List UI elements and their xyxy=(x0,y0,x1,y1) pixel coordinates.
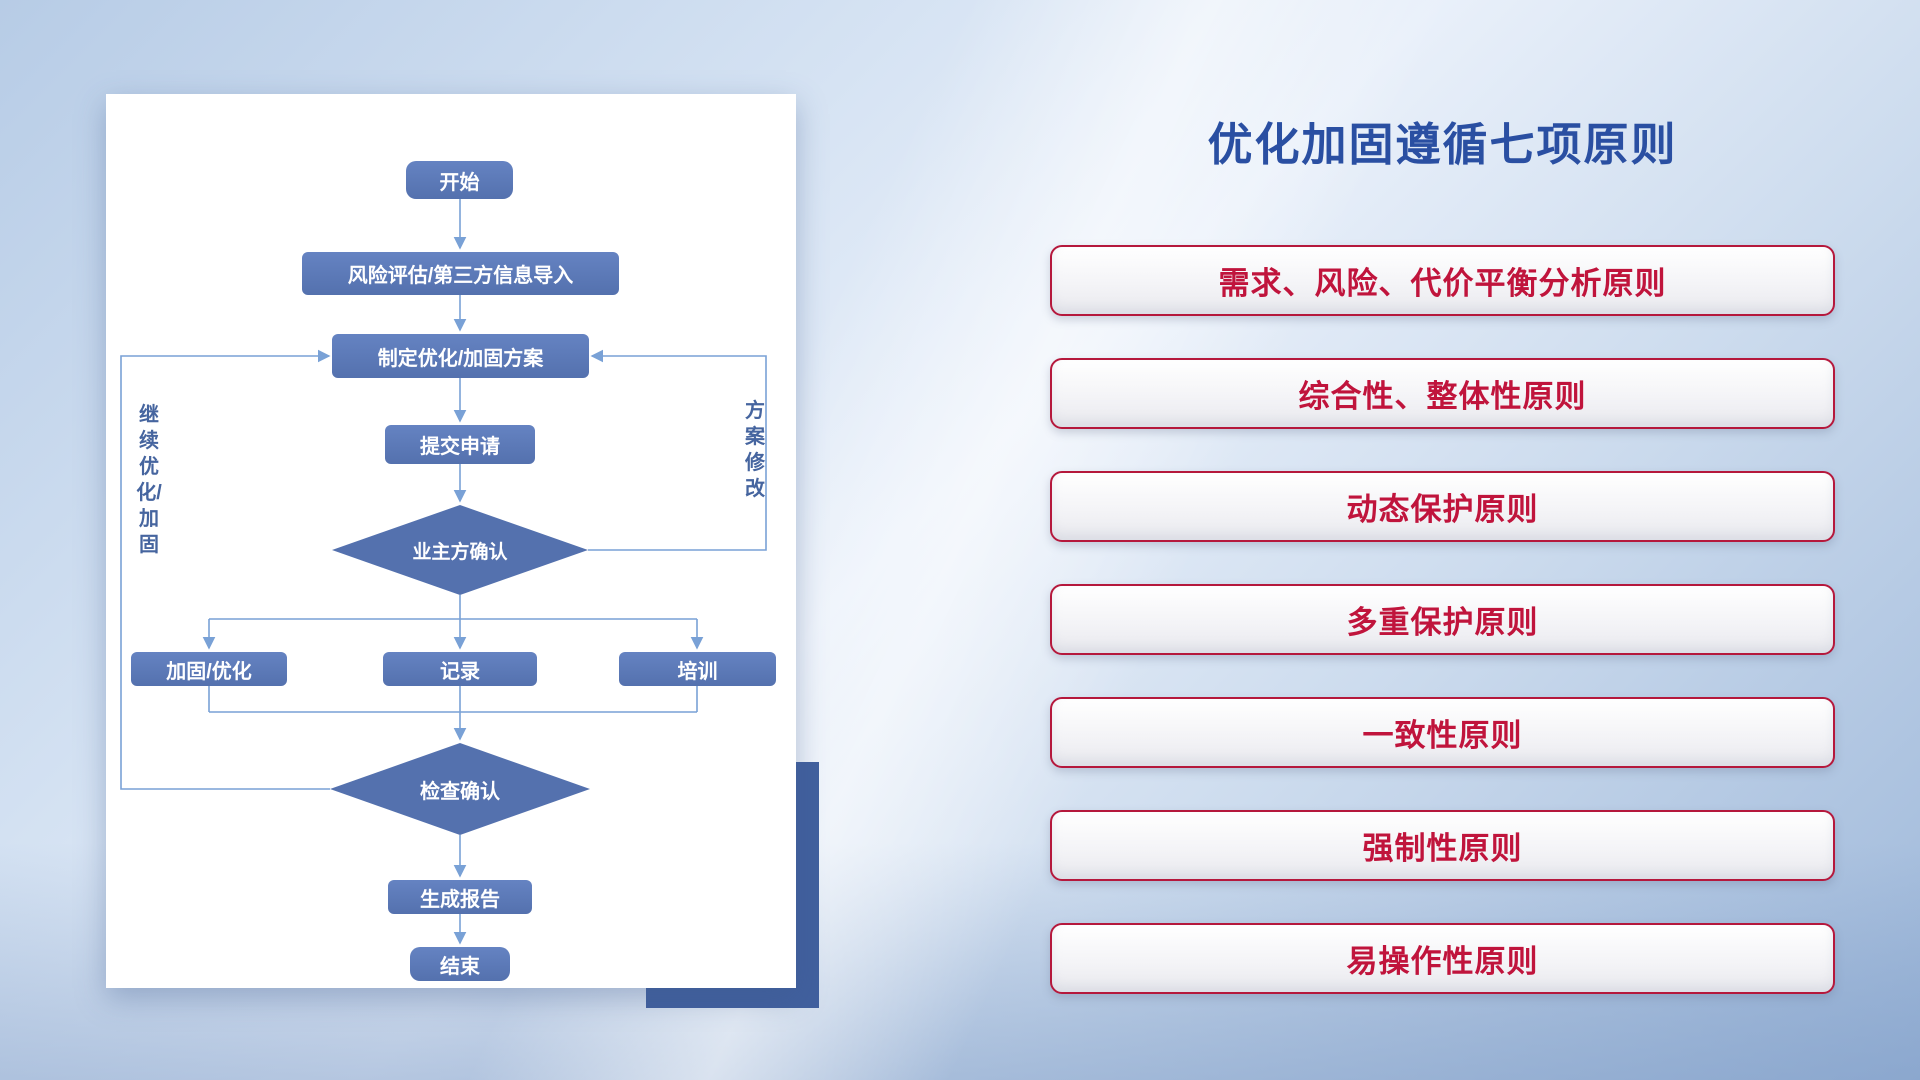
principle-item-6: 强制性原则 xyxy=(1050,810,1835,881)
principle-label-7: 易操作性原则 xyxy=(1346,944,1539,979)
principle-item-2: 综合性、整体性原则 xyxy=(1050,358,1835,429)
principles-panel: 优化加固遵循七项原则 需求、风险、代价平衡分析原则 综合性、整体性原则 动态保护… xyxy=(1050,0,1835,1080)
flowchart-label-modify-loop: 方案修改 xyxy=(745,400,765,500)
owner-confirm-label: 业主方确认 xyxy=(412,541,508,563)
flowchart-card: 开始 风险评估/第三方信息导入 制定优化/加固方案 提交申请 业主方确认 加固/… xyxy=(106,94,796,988)
principle-item-3: 动态保护原则 xyxy=(1050,471,1835,542)
principle-label-2: 综合性、整体性原则 xyxy=(1298,379,1587,414)
principles-list: 需求、风险、代价平衡分析原则 综合性、整体性原则 动态保护原则 多重保护原则 一… xyxy=(1050,245,1835,1036)
flowchart-connectors xyxy=(120,199,767,945)
check-confirm-label: 检查确认 xyxy=(420,780,500,803)
principle-item-5: 一致性原则 xyxy=(1050,697,1835,768)
principle-item-1: 需求、风险、代价平衡分析原则 xyxy=(1050,245,1835,316)
principle-label-1: 需求、风险、代价平衡分析原则 xyxy=(1218,266,1667,301)
flowchart-node-harden: 加固/优化 xyxy=(131,652,287,686)
principle-item-7: 易操作性原则 xyxy=(1050,923,1835,994)
flowchart-node-make-plan: 制定优化/加固方案 xyxy=(332,334,589,378)
flowchart-node-report: 生成报告 xyxy=(388,880,532,914)
principle-label-4: 多重保护原则 xyxy=(1346,605,1539,640)
flowchart-node-risk-import: 风险评估/第三方信息导入 xyxy=(302,252,619,295)
page-title: 优化加固遵循七项原则 xyxy=(1207,119,1678,170)
principle-label-3: 动态保护原则 xyxy=(1346,492,1539,527)
flowchart-node-training: 培训 xyxy=(619,652,776,686)
flowchart-label-continue-loop: 继续优化/加固 xyxy=(136,404,162,556)
principle-item-4: 多重保护原则 xyxy=(1050,584,1835,655)
flowchart-node-record: 记录 xyxy=(383,652,537,686)
flowchart-node-start: 开始 xyxy=(406,161,513,199)
flowchart-node-submit: 提交申请 xyxy=(385,425,535,464)
flowchart-node-end: 结束 xyxy=(410,947,510,981)
principle-label-6: 强制性原则 xyxy=(1362,831,1523,866)
principle-label-5: 一致性原则 xyxy=(1362,718,1523,753)
